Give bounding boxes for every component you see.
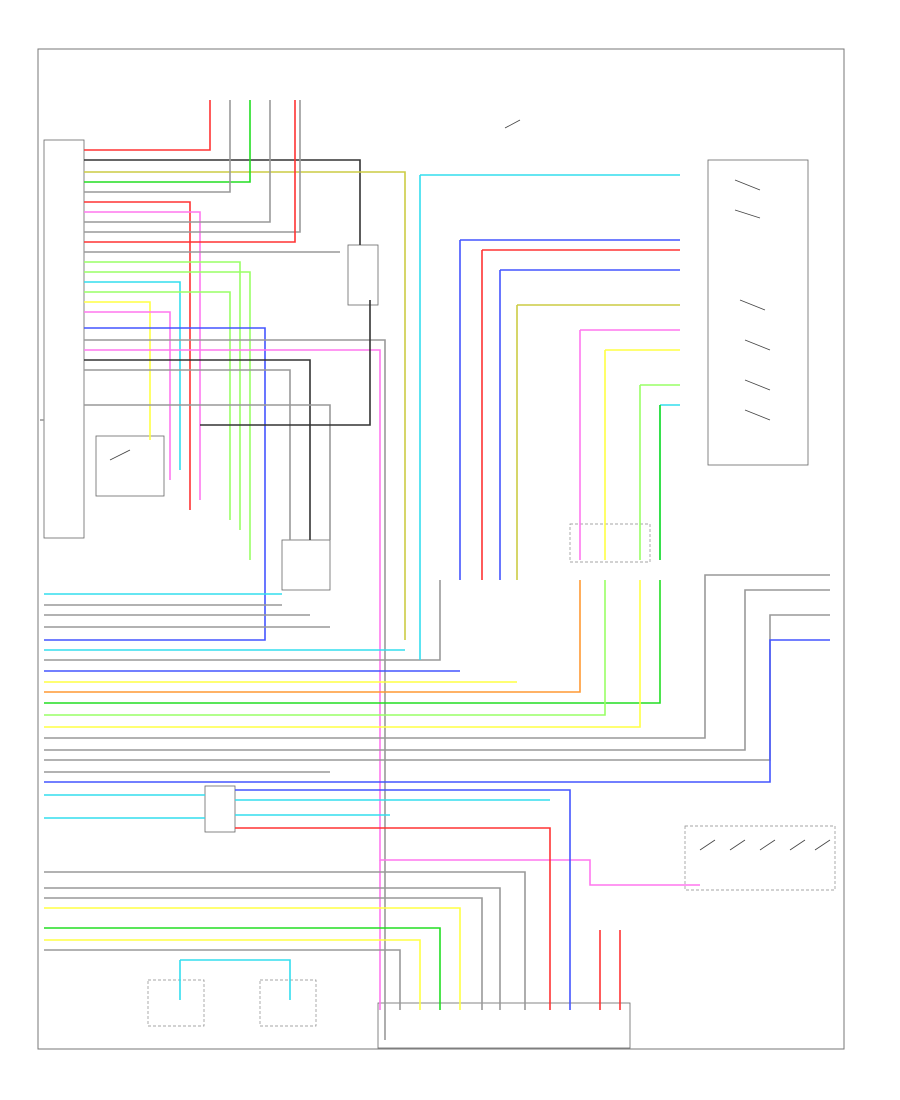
wire-gray-4 (84, 100, 231, 193)
wire-green-61 (44, 927, 441, 1010)
wire-yellow-44 (44, 580, 641, 728)
wire-yellow-15 (84, 301, 151, 440)
wire-green-42 (44, 580, 661, 704)
wire-ltgreen-31 (639, 384, 680, 560)
mirror-switch-left-box (147, 979, 205, 1027)
audio-unit-box (43, 139, 85, 539)
wire-black-20 (84, 359, 311, 540)
wire-blue-49 (44, 639, 830, 783)
wire-gray-57 (44, 871, 526, 1010)
wire-gray-8 (84, 100, 301, 233)
wire-blue-52 (235, 789, 571, 1010)
wire-ltgreen-14 (84, 291, 231, 520)
wire-gray-7 (84, 100, 271, 223)
wire-olive-2 (84, 171, 406, 640)
wire-red-0 (84, 100, 211, 151)
wire-gray-58 (44, 887, 501, 1010)
wire-ltgreen-43 (44, 580, 606, 716)
wire-cyan-13 (84, 281, 181, 470)
combination-switch-contacts (699, 839, 831, 851)
clutch-switch-contact (109, 449, 131, 461)
clutch-switch-box (95, 435, 165, 497)
wire-cyan-64 (179, 959, 291, 1000)
steering-pad-switch-box (707, 159, 809, 466)
bottom-connector-box (377, 1002, 631, 1049)
combination-switch-box (684, 825, 836, 891)
wire-blue-17 (44, 327, 266, 641)
wire-yellow-30 (604, 349, 680, 560)
cruise-actuator-box (281, 539, 331, 591)
wire-yellow-62 (44, 939, 421, 1010)
wire-olive-28 (516, 304, 680, 580)
wire-yellow-60 (44, 907, 461, 1010)
wire-gray-59 (44, 897, 483, 1010)
wire-red-5 (84, 201, 191, 510)
wire-blue-25 (459, 239, 680, 580)
mirror-switch-right-box (259, 979, 317, 1027)
wire-gray-21 (84, 369, 291, 540)
steering-switch-contacts (734, 179, 771, 421)
wire-ltgreen-12 (84, 271, 251, 560)
wire-group (40, 100, 830, 1040)
junction-block-box (204, 785, 236, 833)
wire-gray-63 (44, 949, 401, 1010)
brake-switch-contact (504, 119, 521, 129)
wire-red-55 (235, 827, 551, 1010)
wire-red-26 (481, 249, 680, 580)
relay-box (347, 244, 379, 306)
wire-green-3 (84, 100, 251, 183)
wire-black-1 (84, 159, 361, 245)
wire-black-23 (200, 300, 371, 426)
wire-gray-18 (84, 339, 386, 1040)
wire-ltgreen-11 (84, 261, 241, 530)
wire-pink-6 (84, 211, 201, 500)
wire-gray-45 (44, 574, 830, 739)
wire-orange-41 (44, 580, 581, 693)
wire-blue-27 (499, 269, 680, 580)
wire-gray-38 (44, 580, 441, 661)
wire-pink-29 (579, 329, 680, 560)
component-boxes (43, 139, 836, 1049)
wire-gray-22 (84, 404, 331, 540)
wire-gray-46 (44, 589, 830, 751)
diagram-frame (37, 48, 845, 1050)
cruise-main-switch-box (569, 523, 651, 563)
wire-cyan-32 (659, 404, 680, 560)
switch-symbols (109, 119, 831, 851)
wire-pink-19 (84, 349, 700, 886)
wire-red-9 (84, 100, 296, 243)
wire-pink-16 (84, 311, 171, 480)
